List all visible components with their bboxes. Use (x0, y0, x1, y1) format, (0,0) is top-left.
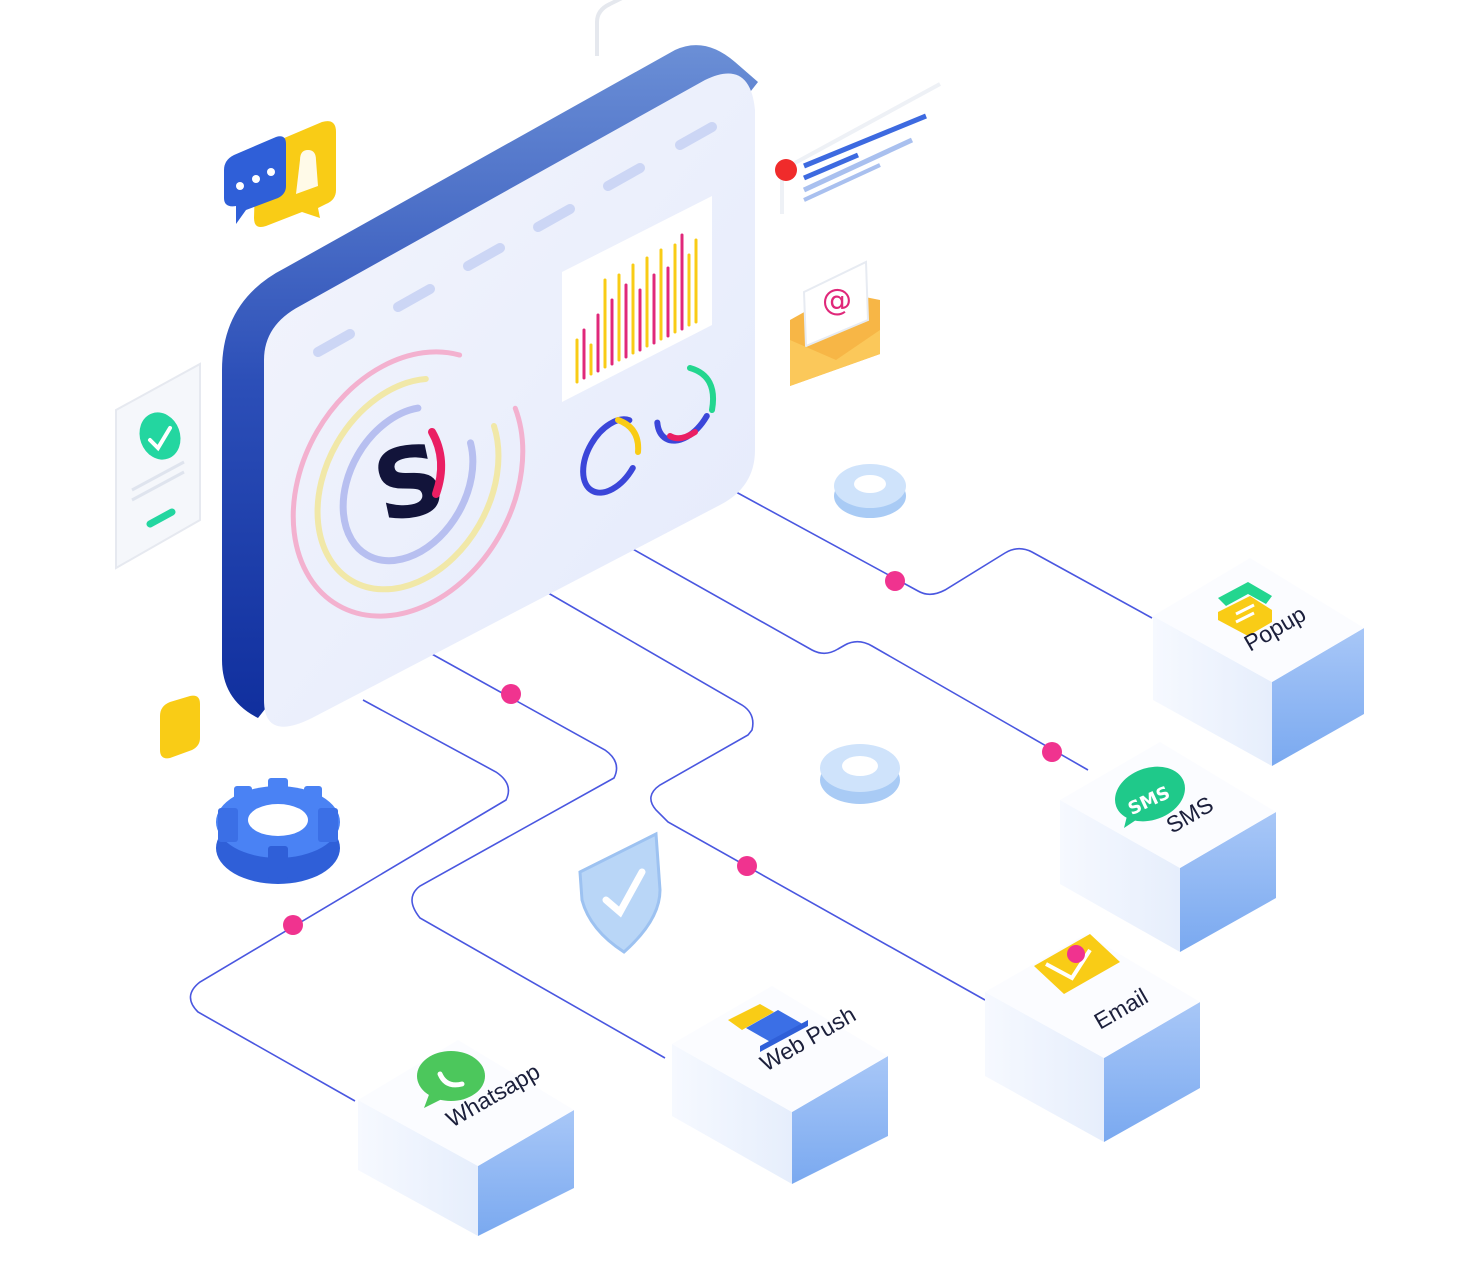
channel-whatsapp[interactable]: Whatsapp (358, 1040, 574, 1236)
shield-check-icon (578, 831, 662, 954)
bar-chart-bars (575, 233, 698, 384)
logo-rings (290, 349, 526, 619)
gear-icon (834, 464, 906, 518)
email-at-glyph: @ (822, 283, 852, 318)
channel-email[interactable]: Email (985, 934, 1200, 1142)
channel-popup[interactable]: Popup (1153, 558, 1364, 766)
connector-popup (724, 485, 1153, 619)
logo-accent (428, 428, 446, 498)
connector-lines (189, 485, 1153, 1102)
screen-header-dashes (313, 122, 717, 357)
chat-bell-icon (224, 121, 336, 227)
connector-email (542, 589, 986, 1001)
connector-whatsapp (189, 699, 510, 1102)
channel-sms[interactable]: SMS SMS (1060, 742, 1276, 952)
whatsapp-icon (417, 1051, 485, 1108)
connector-node (1042, 742, 1062, 762)
channel-web-push[interactable]: Web Push (672, 986, 888, 1184)
connector-web-push (411, 652, 666, 1059)
dashboard-monitor: S (222, 45, 758, 727)
yellow-cube-icon (160, 695, 200, 759)
connector-nodes (283, 571, 1062, 935)
sms-icon: SMS (1115, 766, 1185, 828)
connector-node (283, 915, 303, 935)
notification-panel-icon (775, 82, 941, 214)
email-icon (1034, 934, 1120, 994)
email-envelope-icon: @ (790, 260, 880, 386)
gear-icon (820, 744, 900, 804)
connector-node (885, 571, 905, 591)
checklist-card-icon (115, 362, 201, 570)
web-push-icon (728, 1004, 808, 1052)
connector-node (501, 684, 521, 704)
gear-icon (216, 778, 340, 884)
donut-charts (580, 364, 718, 496)
connector-sms (621, 542, 1089, 771)
popup-icon (1218, 582, 1272, 636)
connector-node (737, 856, 757, 876)
